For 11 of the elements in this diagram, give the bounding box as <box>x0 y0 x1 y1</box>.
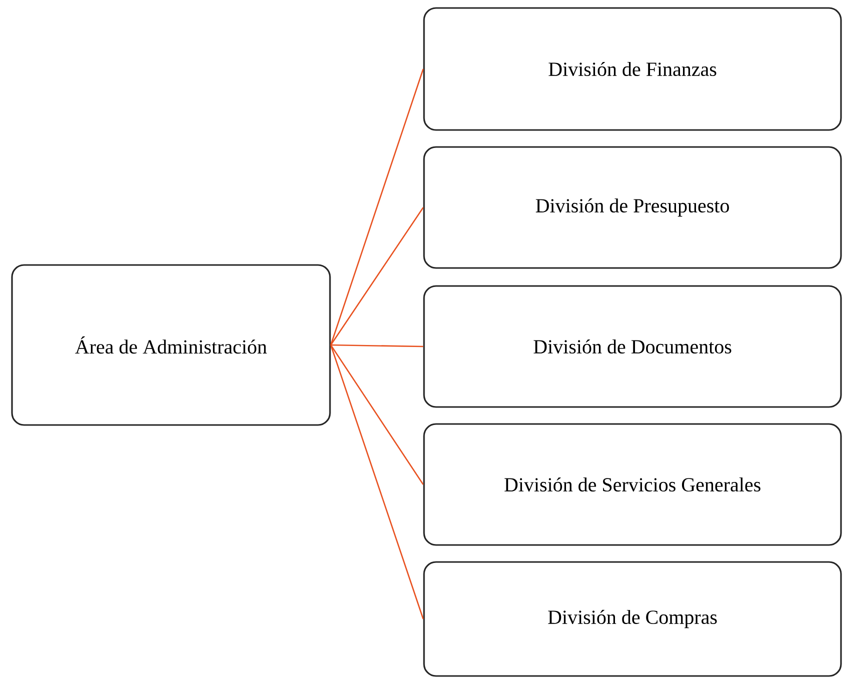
connector-line <box>330 344 424 485</box>
division-box: División de Servicios Generales <box>423 423 842 546</box>
division-box: División de Compras <box>423 561 842 677</box>
connector-line <box>330 207 424 346</box>
connector-line <box>330 344 424 348</box>
division-box: División de Documentos <box>423 285 842 408</box>
connector-line <box>330 344 424 620</box>
division-box: División de Finanzas <box>423 7 842 131</box>
area-box: Área de Administración <box>11 264 331 426</box>
division-box: División de Presupuesto <box>423 146 842 269</box>
connector-line <box>330 68 424 346</box>
